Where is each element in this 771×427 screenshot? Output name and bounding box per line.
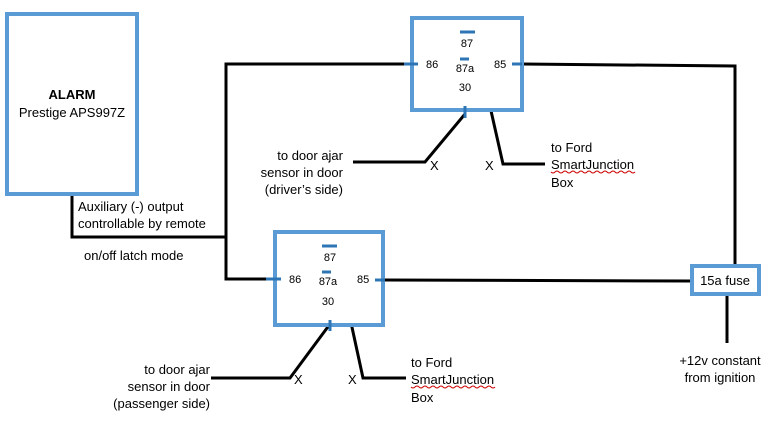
aux-output-line2: controllable by remote	[78, 216, 206, 231]
alarm-box: ALARM Prestige APS997Z	[5, 12, 139, 196]
relay-1-sensor-line3: (driver’s side)	[265, 182, 343, 197]
relay-2-sensor-line2: sensor in door	[128, 379, 211, 394]
wire-aux-output	[70, 194, 226, 239]
wires	[70, 61, 737, 380]
relay-1-sensor-x-mark: X	[430, 158, 439, 173]
relay-2-sensor-line1: to door ajar	[144, 362, 210, 377]
wire-trunk-relay2-86	[224, 237, 266, 281]
relay-1-pin-30: 30	[459, 82, 471, 94]
relay-1-ford-line3: Box	[551, 175, 574, 190]
relay-1-ford-line2: SmartJunction	[551, 157, 634, 172]
relay-1-pin-87a: 87a	[456, 63, 475, 75]
wire-relay1-85-to-fuse	[521, 62, 737, 266]
relay-2-ford-line1: to Ford	[411, 355, 452, 370]
relay-2-pin-86: 86	[289, 274, 301, 286]
latch-mode-label: on/off latch mode	[84, 248, 184, 263]
alarm-model: Prestige APS997Z	[19, 105, 125, 120]
wire-relay1-30-to-sensor	[353, 113, 467, 164]
wire-relay2-85-to-fuse	[384, 278, 693, 283]
relay-2-pin-87: 87	[324, 252, 336, 264]
relay-1-ford-line1: to Ford	[551, 140, 592, 155]
relay-2-pin-30: 30	[322, 296, 334, 308]
relay-2-sensor-line3: (passenger side)	[113, 396, 210, 411]
relay-2-pin-85: 85	[357, 274, 369, 286]
relay-1-pin-86: 86	[426, 59, 438, 71]
relay-2-spellcheck-underline	[410, 385, 496, 389]
relay-1: 87 87a 86 85 30	[404, 16, 524, 118]
relay-2-ford-line2: SmartJunction	[411, 372, 494, 387]
relay-2-ford-x-mark: X	[348, 372, 357, 387]
relay-1-ford-x-mark: X	[485, 158, 494, 173]
relay-2-pin-87a: 87a	[319, 276, 338, 288]
relay-1-sensor-line2: sensor in door	[261, 165, 344, 180]
ignition-line2: from ignition	[685, 370, 756, 385]
relay-2-ford-line3: Box	[411, 390, 434, 405]
alarm-title: ALARM	[49, 87, 96, 102]
relay-2: 87 87a 86 85 30	[266, 230, 385, 331]
relay-1-pin-87: 87	[461, 38, 473, 50]
relay-1-sensor-line1: to door ajar	[277, 148, 343, 163]
ignition-line1: +12v constant	[679, 353, 761, 368]
relay-2-sensor-x-mark: X	[294, 372, 303, 387]
relay-1-spellcheck-underline	[550, 170, 636, 174]
fuse-box: 15a fuse	[690, 264, 761, 296]
fuse-label: 15a fuse	[700, 273, 750, 288]
wire-relay2-30-to-sensor	[211, 323, 332, 380]
aux-output-line1: Auxiliary (-) output	[78, 199, 184, 214]
relay-1-pin-85: 85	[494, 59, 506, 71]
wire-trunk-relay1-86	[224, 62, 404, 237]
